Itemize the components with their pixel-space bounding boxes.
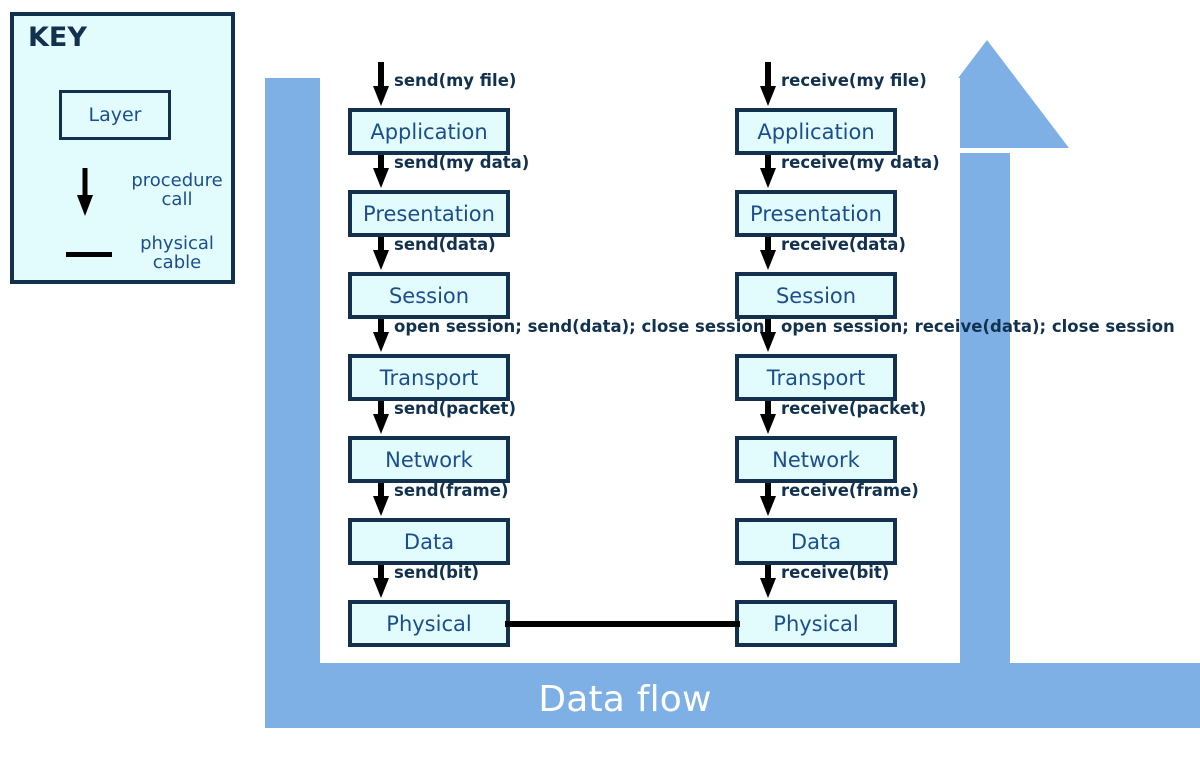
sender-layer-stack: send(my file) send(my data) send(data) open…	[348, 0, 764, 772]
data-flow-band	[265, 78, 1200, 728]
key-title: KEY	[28, 22, 87, 53]
sender-call-label: send(my file)	[394, 71, 517, 90]
sender-call-label: send(data)	[394, 235, 496, 254]
layer-name-label: Presentation	[750, 201, 882, 226]
layer-name-label: Application	[370, 119, 488, 144]
layer-name-label: Physical	[386, 611, 472, 636]
key-layer-label: Layer	[88, 104, 142, 126]
sender-call-label: send(frame)	[394, 481, 509, 500]
layer-name-label: Data	[790, 529, 842, 554]
layer-name-label: Physical	[773, 611, 859, 636]
receiver-call-label: receive(bit)	[781, 563, 890, 582]
key-physical-cable-line1: physical	[140, 233, 214, 254]
layer-name-label: Session	[775, 283, 857, 308]
key-procedure-call-arrow-icon	[74, 168, 96, 216]
band-bottom-segment	[265, 663, 1200, 728]
receiver-layer-presentation[interactable]: Presentation	[735, 190, 897, 237]
sender-layer-session[interactable]: Session	[348, 272, 510, 319]
key-legend: KEY Layer procedure call physical cable	[10, 12, 235, 284]
key-physical-cable-line-icon	[66, 252, 112, 257]
sender-layer-transport[interactable]: Transport	[348, 354, 510, 401]
layer-name-label: Session	[388, 283, 470, 308]
receiver-call-label: receive(my file)	[781, 71, 927, 90]
receiver-call-label: receive(my data)	[781, 153, 940, 172]
layer-name-label: Network	[385, 447, 473, 472]
sender-call-arrow-icon	[373, 62, 389, 106]
sender-layer-physical[interactable]: Physical	[348, 600, 510, 647]
layer-name-label: Presentation	[363, 201, 495, 226]
physical-cable	[505, 621, 740, 627]
sender-layer-application[interactable]: Application	[348, 108, 510, 155]
key-procedure-call-line2: call	[161, 189, 193, 210]
data-flow-caption: Data flow	[265, 672, 1200, 728]
layer-name-label: Network	[772, 447, 860, 472]
band-right-segment	[960, 153, 1010, 668]
key-procedure-call-line1: procedure	[131, 170, 223, 191]
receiver-call-label: receive(frame)	[781, 481, 919, 500]
receiver-call-label: receive(data)	[781, 235, 906, 254]
receiver-call-label: open session; receive(data); close sessi…	[781, 317, 1175, 336]
receiver-call-arrow-icon	[760, 62, 776, 106]
sender-call-label: open session; send(data); close session	[394, 317, 765, 336]
receiver-layer-session[interactable]: Session	[735, 272, 897, 319]
layer-name-label: Data	[403, 529, 455, 554]
receiver-call-label: receive(packet)	[781, 399, 927, 418]
sender-call-label: send(packet)	[394, 399, 516, 418]
key-procedure-call-label: procedure call	[117, 171, 237, 209]
receiver-layer-application[interactable]: Application	[735, 108, 897, 155]
receiver-layer-data[interactable]: Data	[735, 518, 897, 565]
data-flow-caption-text: Data flow	[538, 679, 712, 720]
receiver-layer-stack: receive(my file) receive(my data) receive(…	[735, 0, 1175, 772]
sender-call-label: send(my data)	[394, 153, 530, 172]
band-left-segment	[265, 78, 320, 718]
key-layer-sample-box: Layer	[59, 90, 171, 140]
layer-name-label: Transport	[379, 365, 479, 390]
receiver-layer-physical[interactable]: Physical	[735, 600, 897, 647]
sender-layer-data[interactable]: Data	[348, 518, 510, 565]
sender-call-label: send(bit)	[394, 563, 480, 582]
sender-layer-presentation[interactable]: Presentation	[348, 190, 510, 237]
layer-name-label: Transport	[766, 365, 866, 390]
sender-layer-network[interactable]: Network	[348, 436, 510, 483]
key-physical-cable-line2: cable	[152, 252, 202, 273]
receiver-layer-transport[interactable]: Transport	[735, 354, 897, 401]
key-physical-cable-label: physical cable	[117, 234, 237, 272]
receiver-layer-network[interactable]: Network	[735, 436, 897, 483]
layer-name-label: Application	[757, 119, 875, 144]
